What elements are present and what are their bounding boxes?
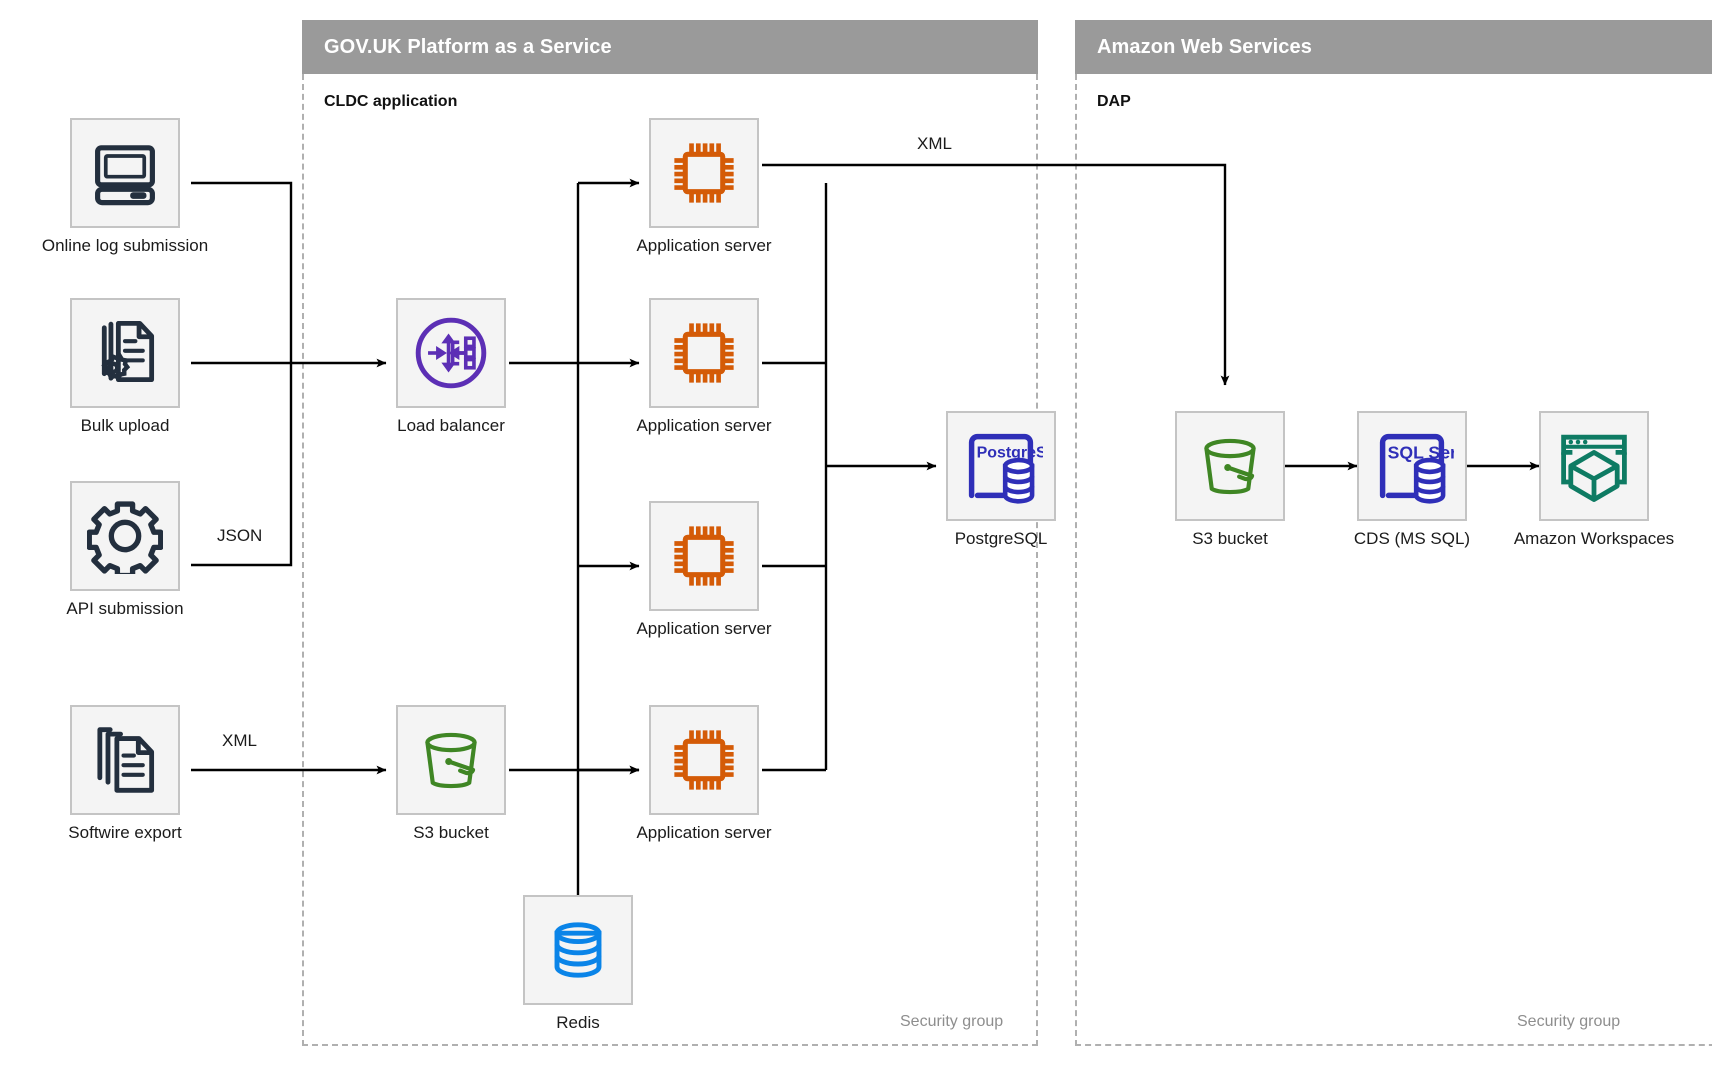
node-tile xyxy=(649,118,759,228)
gear-icon xyxy=(87,501,163,574)
node-label: Application server xyxy=(636,619,772,638)
node-label: Online log submission xyxy=(41,236,209,255)
node-tile xyxy=(70,298,180,408)
node-app-server-4[interactable]: Application server xyxy=(636,705,772,842)
node-tile: SQL Server xyxy=(1357,411,1467,521)
node-tile xyxy=(396,705,506,815)
documents-stack-icon xyxy=(97,727,155,793)
node-tile xyxy=(523,895,633,1005)
zone-title-paas: GOV.UK Platform as a Service xyxy=(324,35,612,58)
node-label: S3 bucket xyxy=(413,823,489,842)
node-cds-ms-sql[interactable]: SQL Server CDS (MS SQL) xyxy=(1354,411,1470,548)
edge-label-json: JSON xyxy=(217,526,263,545)
zone-boundary-paas xyxy=(302,74,1038,1046)
node-app-server-1[interactable]: Application server xyxy=(636,118,772,255)
node-online-log-submission[interactable]: Online log submission xyxy=(42,118,208,255)
cpu-chip-icon xyxy=(674,730,734,790)
node-label: Softwire export xyxy=(68,823,182,842)
node-tile xyxy=(649,298,759,408)
node-label: Redis xyxy=(556,1013,600,1032)
node-s3-bucket-dap[interactable]: S3 bucket xyxy=(1175,411,1285,548)
node-tile xyxy=(396,298,506,408)
node-label: Application server xyxy=(636,236,772,255)
node-label: API submission xyxy=(66,599,184,618)
cpu-chip-icon xyxy=(674,323,734,383)
node-load-balancer[interactable]: Load balancer xyxy=(396,298,506,435)
node-label: S3 bucket xyxy=(1192,529,1268,548)
node-label: PostgreSQL xyxy=(954,529,1048,548)
node-redis[interactable]: Redis xyxy=(523,895,633,1032)
edge-label-xml-softwire: XML xyxy=(222,731,257,750)
node-tile xyxy=(649,501,759,611)
postgresql-icon: PostgreSQL xyxy=(968,433,1043,504)
node-tile xyxy=(70,118,180,228)
node-tile xyxy=(1539,411,1649,521)
node-softwire-export[interactable]: Softwire export xyxy=(68,705,182,842)
cpu-chip-icon xyxy=(674,143,734,203)
node-label: Amazon Workspaces xyxy=(1513,529,1675,548)
node-app-server-2[interactable]: Application server xyxy=(636,298,772,435)
edge-label-xml-dap: XML xyxy=(917,134,952,153)
s3-bucket-icon xyxy=(1204,438,1256,495)
node-tile xyxy=(70,481,180,591)
node-label: Load balancer xyxy=(397,416,505,435)
s3-bucket-icon xyxy=(425,732,477,789)
zone-boundary-aws xyxy=(1075,74,1712,1046)
node-label: Bulk upload xyxy=(80,416,170,435)
load-balancer-icon xyxy=(415,317,487,389)
node-tile xyxy=(649,705,759,815)
zone-header-aws: Amazon Web Services xyxy=(1075,20,1712,74)
node-tile xyxy=(70,705,180,815)
postgresql-icon-text: PostgreSQL xyxy=(977,445,1043,462)
zone-sublabel-cldc-application: CLDC application xyxy=(324,93,458,110)
edge-api-to-lb xyxy=(191,363,293,567)
zone-header-paas: GOV.UK Platform as a Service xyxy=(302,20,1038,74)
amazon-workspaces-icon xyxy=(1561,434,1627,502)
node-tile xyxy=(1175,411,1285,521)
node-label: CDS (MS SQL) xyxy=(1353,529,1471,548)
redis-database-icon xyxy=(554,922,602,978)
node-bulk-upload[interactable]: Bulk upload xyxy=(70,298,180,435)
sql-server-icon: SQL Server xyxy=(1379,433,1454,504)
node-app-server-3[interactable]: Application server xyxy=(636,501,772,638)
node-api-submission[interactable]: API submission xyxy=(66,481,184,618)
node-amazon-workspaces[interactable]: Amazon Workspaces xyxy=(1514,411,1674,548)
node-label: Application server xyxy=(636,823,772,842)
node-tile: PostgreSQL xyxy=(946,411,1056,521)
cpu-chip-icon xyxy=(674,526,734,586)
node-s3-bucket-paas[interactable]: S3 bucket xyxy=(396,705,506,842)
desktop-computer-icon xyxy=(95,145,155,206)
edge-app1-xml-to-s3-dap xyxy=(762,163,1230,386)
node-postgresql[interactable]: PostgreSQL PostgreSQL xyxy=(946,411,1056,548)
sql-server-icon-text: SQL Server xyxy=(1388,442,1454,462)
document-gear-icon xyxy=(101,320,155,383)
security-group-label-paas: Security group xyxy=(900,1013,1004,1030)
zone-title-aws: Amazon Web Services xyxy=(1097,35,1312,58)
security-group-label-aws: Security group xyxy=(1517,1013,1621,1030)
edge-online-log-to-lb xyxy=(191,181,293,363)
node-label: Application server xyxy=(636,416,772,435)
zone-sublabel-dap: DAP xyxy=(1097,93,1131,110)
